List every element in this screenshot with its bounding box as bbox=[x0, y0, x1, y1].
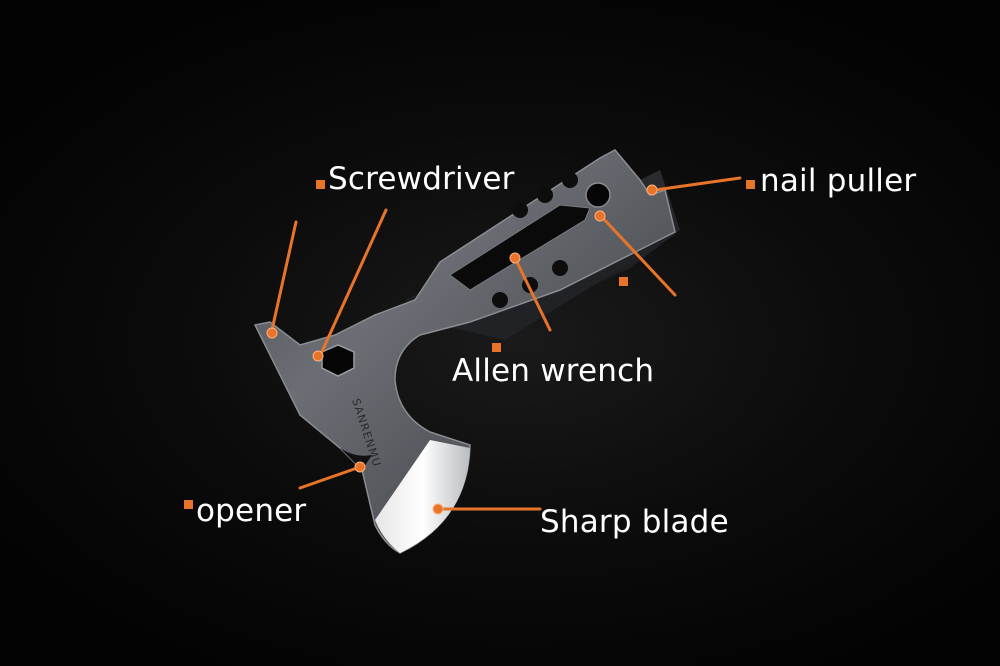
blade-polished-edge bbox=[375, 440, 470, 553]
marker-icon bbox=[619, 277, 628, 286]
dot-pointer-icon bbox=[312, 350, 324, 362]
marker-icon bbox=[316, 180, 325, 189]
label-sharp-blade: Sharp blade bbox=[540, 504, 729, 540]
tool-body bbox=[253, 149, 676, 554]
label-allen-wrench: Allen wrench bbox=[452, 353, 655, 389]
wrench-slot bbox=[449, 204, 591, 291]
label-screwdriver: Screwdriver bbox=[328, 161, 515, 197]
marker-icon bbox=[492, 343, 501, 352]
dot-pointer-icon bbox=[646, 184, 658, 196]
marker-icon bbox=[184, 500, 193, 509]
dot-pointer-icon bbox=[354, 461, 366, 473]
marker-icon bbox=[746, 180, 755, 189]
pointer-dots bbox=[266, 184, 658, 515]
dot-pointer-icon bbox=[432, 503, 444, 515]
hex-hole bbox=[321, 344, 355, 377]
label-opener: opener bbox=[196, 493, 307, 529]
leader-lines bbox=[270, 176, 742, 511]
dot-pointer-icon bbox=[594, 210, 606, 222]
label-nail-puller: nail puller bbox=[760, 163, 917, 199]
round-hole bbox=[585, 182, 611, 208]
dot-pointer-icon bbox=[266, 327, 278, 339]
dot-pointer-icon bbox=[509, 252, 521, 264]
